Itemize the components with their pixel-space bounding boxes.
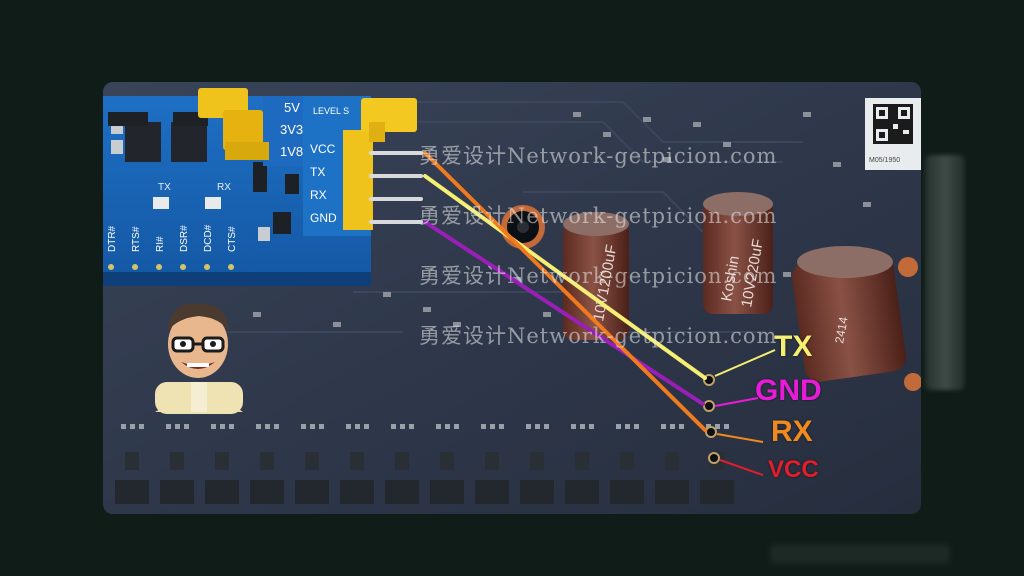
voltage-1v8: 1V8 [280,144,303,159]
annotation-tx: TX [774,330,813,363]
tx-wire [423,174,707,380]
pin-label-rx: RX [310,188,327,202]
bottom-pin-cts: CTS# [227,226,238,252]
bottom-pin-dsr: DSR# [179,225,190,252]
watermark-1: 勇爱设计Network-getpicion.com [419,144,778,168]
pcb-photo: M05/1950 TX RX 5V 3V3 1V8 LEVEL S VCC TX… [103,82,921,514]
voltage-3v3: 3V3 [280,122,303,137]
pcb-drawing: M05/1950 TX RX 5V 3V3 1V8 LEVEL S VCC TX… [103,82,921,514]
annotation-vcc: VCC [768,456,819,483]
rx-wire [423,151,707,432]
pin-label-tx: TX [310,165,325,179]
bottom-pin-ri: RI# [155,236,166,252]
watermark-3: 勇爱设计Network-getpicion.com [419,264,778,288]
bottom-pin-dcd: DCD# [203,224,214,252]
qr-code-icon [873,104,913,144]
pin-header [343,98,417,230]
bottom-pin-dtr: DTR# [107,225,118,252]
capacitor-3: 2414 [791,246,907,382]
pin-label-vcc: VCC [310,142,336,156]
annotation-rx: RX [771,415,813,448]
annotation-gnd: GND [755,374,822,407]
watermark-4: 勇爱设计Network-getpicion.com [419,324,778,348]
background-blur-right [925,155,965,390]
pin-label-gnd: GND [310,211,337,225]
mascot-icon [155,303,243,414]
bottom-pin-rts: RTS# [131,226,142,252]
voltage-5v: 5V [284,100,300,115]
watermark-2: 勇爱设计Network-getpicion.com [419,204,778,228]
capacitor-2: Koshin 10V220uF [703,192,773,314]
voltage-jumper [198,88,269,160]
board-header-title: LEVEL S [313,106,349,116]
gnd-wire [423,220,705,406]
led-label-tx: TX [158,182,171,193]
background-blur-bottom [770,544,950,564]
capacitor-3-value: 2414 [832,315,850,344]
qr-caption: M05/1950 [869,157,900,164]
led-label-rx: RX [217,182,231,193]
